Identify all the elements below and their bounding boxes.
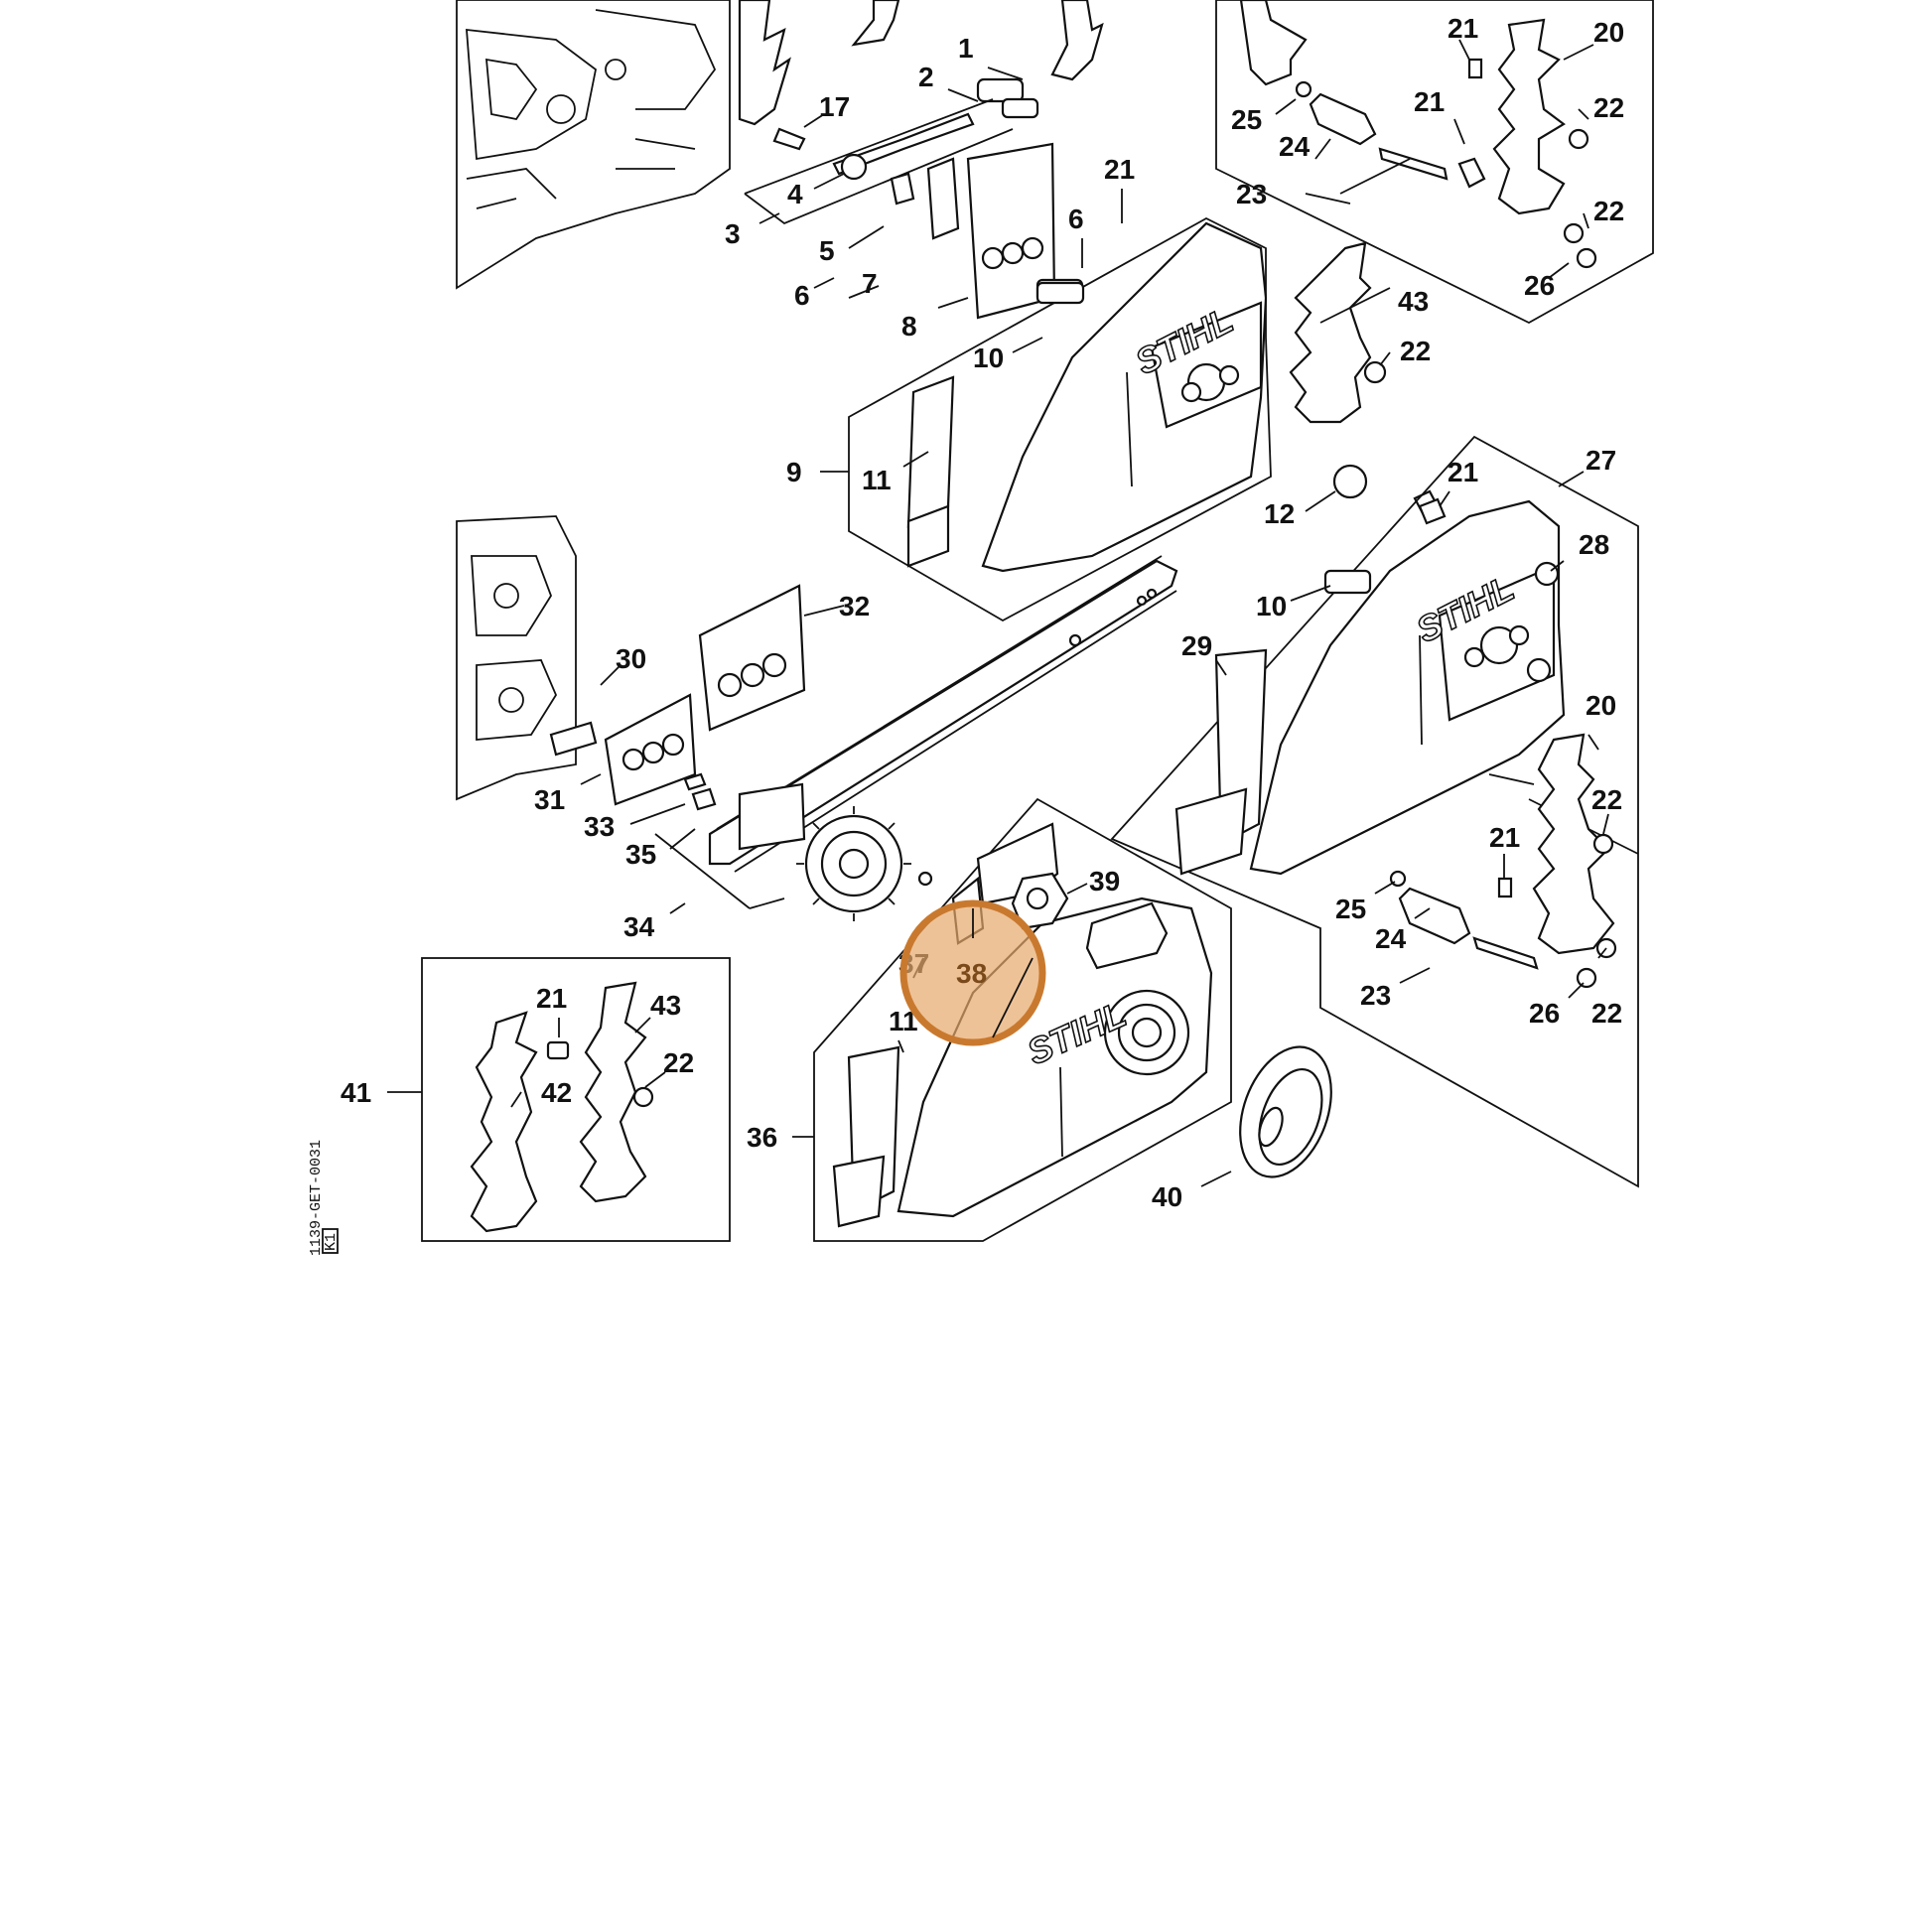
bumper-spike-43-upper bbox=[1289, 241, 1440, 515]
label-41: 41 bbox=[341, 1077, 371, 1108]
label-21-lr: 21 bbox=[1489, 822, 1520, 853]
label-21-mid: 21 bbox=[1448, 457, 1478, 487]
label-28: 28 bbox=[1579, 529, 1609, 560]
label-22-tr-b: 22 bbox=[1593, 196, 1624, 226]
svg-text:K1: K1 bbox=[323, 1233, 340, 1251]
leader-lines bbox=[387, 39, 1609, 1187]
label-5: 5 bbox=[819, 235, 835, 266]
label-25-top: 25 bbox=[1231, 104, 1262, 135]
label-23-top: 23 bbox=[1236, 179, 1267, 209]
guide-bar-and-chain bbox=[708, 555, 1178, 921]
chain-sprocket-cover-9: STIHL bbox=[848, 216, 1272, 622]
label-11-top: 11 bbox=[862, 465, 892, 495]
engine-housing-sketch-top bbox=[456, 0, 731, 290]
label-3: 3 bbox=[725, 218, 741, 249]
label-1: 1 bbox=[958, 33, 974, 64]
svg-text:1139-GET-0031: 1139-GET-0031 bbox=[308, 1140, 325, 1256]
label-22-box: 22 bbox=[663, 1047, 694, 1078]
label-7-top: 7 bbox=[862, 268, 878, 299]
bumper-spike-group-top-right bbox=[1215, 0, 1654, 325]
label-8: 8 bbox=[901, 311, 917, 342]
label-29: 29 bbox=[1181, 630, 1212, 661]
label-21-top: 21 bbox=[1104, 154, 1135, 185]
label-21-tr-a: 21 bbox=[1448, 13, 1478, 44]
sprocket-cover-36: STIHL bbox=[813, 797, 1232, 1242]
label-27: 27 bbox=[1586, 445, 1616, 476]
label-22-tr-a: 22 bbox=[1593, 92, 1624, 123]
side-cover-40 bbox=[1239, 1045, 1332, 1178]
tensioner-assembly-top bbox=[738, 0, 1104, 320]
label-31: 31 bbox=[534, 784, 565, 815]
bar-plates-and-guide bbox=[549, 584, 806, 909]
highlight-marker-38[interactable]: 38 bbox=[899, 899, 1046, 1046]
label-6-right: 6 bbox=[1068, 204, 1084, 234]
label-21-box: 21 bbox=[536, 983, 567, 1014]
drawing-code: 1139-GET-0031 K1 bbox=[308, 1140, 340, 1256]
label-26-lr: 26 bbox=[1529, 998, 1560, 1029]
label-2: 2 bbox=[918, 62, 934, 92]
label-12: 12 bbox=[1264, 498, 1295, 529]
label-21-tr-b: 21 bbox=[1414, 86, 1445, 117]
label-22-mid: 22 bbox=[1400, 336, 1431, 366]
label-43-top: 43 bbox=[1398, 286, 1429, 317]
chain-sprocket-cover-27: STIHL bbox=[1110, 435, 1639, 1188]
label-36: 36 bbox=[747, 1122, 777, 1153]
label-25-lr: 25 bbox=[1335, 894, 1366, 924]
label-24-top: 24 bbox=[1279, 131, 1311, 162]
label-10-top: 10 bbox=[973, 343, 1004, 373]
label-42: 42 bbox=[541, 1077, 572, 1108]
label-20-mid: 20 bbox=[1586, 690, 1616, 721]
label-32: 32 bbox=[839, 591, 870, 621]
label-39: 39 bbox=[1089, 866, 1120, 897]
label-22-lr-b: 22 bbox=[1591, 998, 1622, 1029]
label-35: 35 bbox=[625, 839, 656, 870]
label-40: 40 bbox=[1152, 1181, 1182, 1212]
label-43-box: 43 bbox=[650, 990, 681, 1021]
label-30: 30 bbox=[616, 643, 646, 674]
label-10-mid: 10 bbox=[1256, 591, 1287, 621]
label-20-top: 20 bbox=[1593, 17, 1624, 48]
label-24-lr: 24 bbox=[1375, 923, 1407, 954]
label-22-lr-a: 22 bbox=[1591, 784, 1622, 815]
bumper-spike-kit-41-box bbox=[421, 957, 731, 1242]
label-23-lr: 23 bbox=[1360, 980, 1391, 1011]
label-34: 34 bbox=[623, 911, 655, 942]
label-33: 33 bbox=[584, 811, 615, 842]
engine-housing-sketch-mid bbox=[456, 515, 577, 801]
label-26-top: 26 bbox=[1524, 270, 1555, 301]
label-6-left: 6 bbox=[794, 280, 810, 311]
label-38: 38 bbox=[956, 958, 987, 989]
label-17: 17 bbox=[819, 91, 850, 122]
label-9: 9 bbox=[786, 457, 802, 487]
label-4: 4 bbox=[787, 179, 803, 209]
